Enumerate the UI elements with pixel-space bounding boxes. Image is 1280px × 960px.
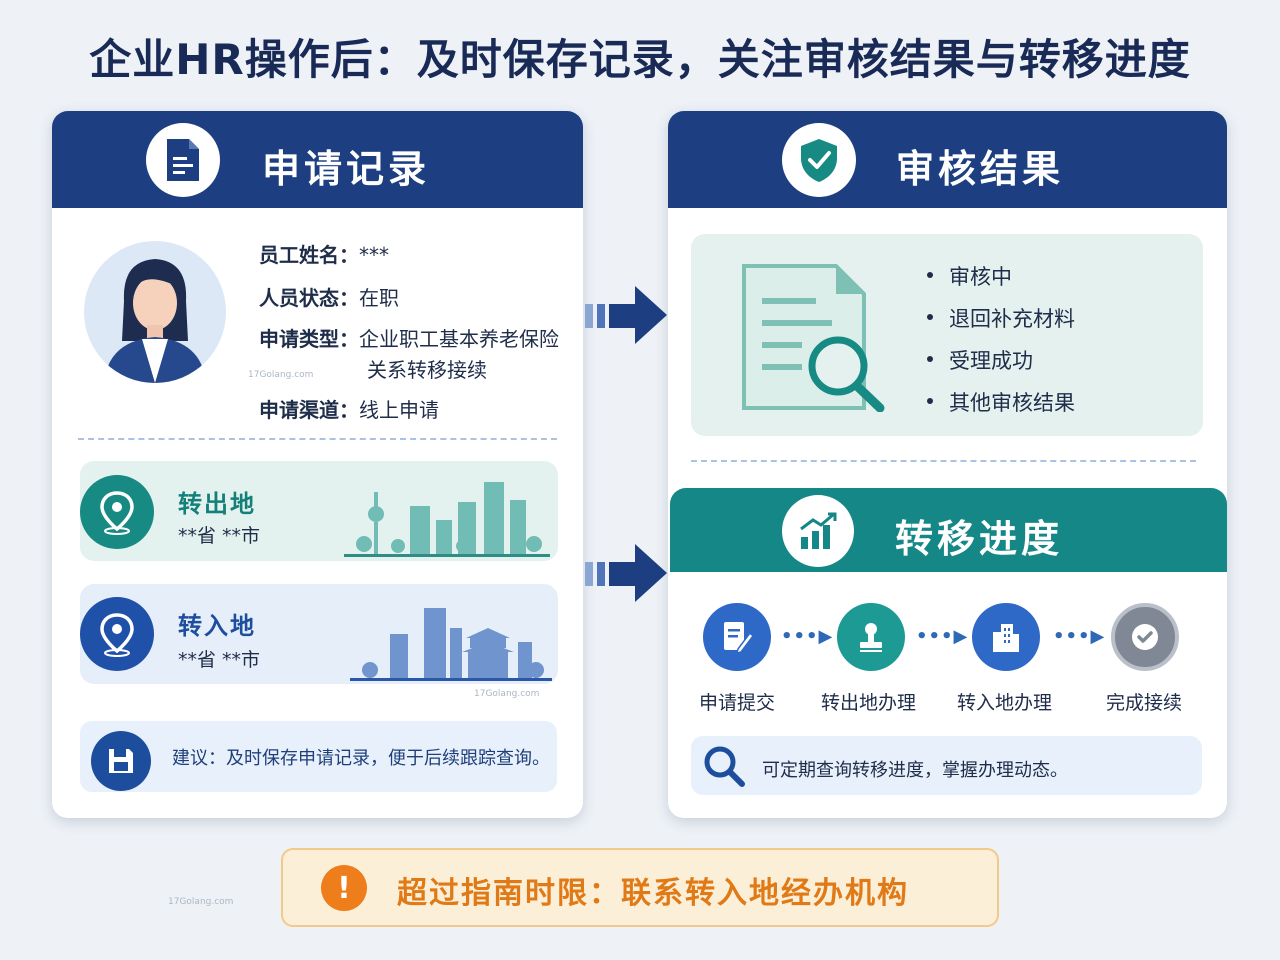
watermark: 17Golang.com (474, 689, 540, 699)
query-tip-box (691, 736, 1202, 795)
arrow-right-icon (585, 544, 667, 602)
watermark: 17Golang.com (168, 897, 234, 907)
arrow-right-icon (585, 286, 667, 344)
channel-value: 线上申请 (359, 398, 439, 422)
location-pin-icon (80, 597, 154, 671)
channel-label: 申请渠道： (259, 398, 359, 422)
divider (78, 438, 557, 440)
city-skyline-blue-illustration (350, 608, 552, 681)
city-skyline-teal-illustration (344, 482, 550, 557)
transfer-in-title: 转入地 (178, 612, 256, 640)
save-disk-icon (91, 731, 151, 791)
step-connector: •••▶ (781, 626, 834, 647)
warning-icon: ! (321, 865, 367, 911)
step-connector: •••▶ (916, 626, 969, 647)
record-header-title: 申请记录 (262, 147, 431, 191)
step-label: 转出地办理 (821, 692, 917, 714)
step-label: 转入地办理 (957, 692, 1053, 714)
divider (691, 460, 1196, 462)
document-icon (146, 123, 220, 197)
review-progress-card (668, 111, 1227, 818)
location-pin-icon (80, 475, 154, 549)
employee-avatar (84, 241, 226, 383)
shield-check-icon (782, 123, 856, 197)
check-circle-icon (1111, 603, 1179, 671)
transfer-in-value: **省 **市 (178, 649, 261, 671)
review-item: 受理成功 (927, 345, 1033, 375)
watermark: 17Golang.com (248, 370, 314, 380)
transfer-out-box (80, 461, 558, 561)
query-tip: 可定期查询转移进度，掌握办理动态。 (762, 760, 1068, 781)
progress-header-title: 转移进度 (895, 517, 1064, 561)
stamp-icon (837, 603, 905, 671)
warning-box (281, 848, 999, 927)
transfer-out-title: 转出地 (178, 490, 256, 518)
review-item: 退回补充材料 (927, 303, 1075, 333)
application-type-value-line2: 关系转移接续 (367, 358, 487, 382)
step-connector: •••▶ (1053, 626, 1106, 647)
status-label: 人员状态： (259, 286, 359, 310)
employee-name-label: 员工姓名： (259, 243, 359, 267)
page-title: 企业HR操作后：及时保存记录，关注审核结果与转移进度 (89, 35, 1191, 84)
edit-document-icon (703, 603, 771, 671)
application-type-label: 申请类型： (259, 327, 359, 351)
record-card-header (52, 111, 583, 208)
application-type-value: 企业职工基本养老保险 (359, 327, 559, 351)
transfer-out-value: **省 **市 (178, 525, 261, 547)
status-value: 在职 (359, 286, 399, 310)
save-record-tip-box (80, 721, 557, 792)
review-header-title: 审核结果 (896, 147, 1065, 191)
save-record-tip: 建议：及时保存申请记录，便于后续跟踪查询。 (172, 748, 550, 769)
review-card-header (668, 111, 1227, 208)
bar-chart-growth-icon (782, 495, 854, 567)
review-item: 其他审核结果 (927, 387, 1075, 417)
search-icon (704, 746, 745, 787)
review-item: 审核中 (927, 261, 1012, 291)
progress-header (670, 488, 1227, 572)
step-label: 完成接续 (1106, 692, 1183, 714)
building-icon (972, 603, 1040, 671)
step-label: 申请提交 (699, 692, 776, 714)
document-search-icon (742, 264, 885, 412)
employee-name-value: *** (359, 243, 389, 267)
warning-text: 超过指南时限：联系转入地经办机构 (397, 876, 909, 911)
